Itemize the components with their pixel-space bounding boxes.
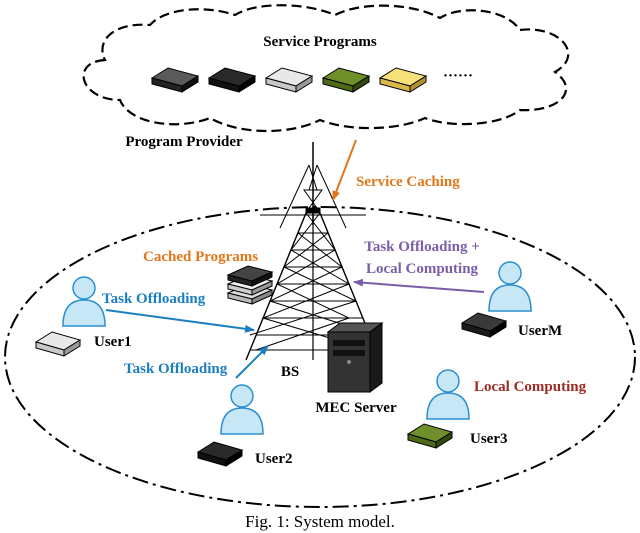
program-box-4	[321, 67, 371, 93]
figure-caption: Fig. 1: System model.	[245, 512, 395, 531]
userm-offloading-arrow	[353, 278, 485, 293]
program-provider-label: Program Provider	[125, 134, 243, 150]
userm-device	[460, 312, 508, 338]
user2-label: User2	[255, 451, 293, 467]
user2-offloading-arrow	[235, 345, 269, 379]
bs-label: BS	[281, 364, 299, 380]
userm-task-label-line2: Local Computing	[366, 261, 479, 277]
service-programs-label: Service Programs	[263, 34, 377, 50]
user3-label: User3	[470, 431, 508, 447]
userm-task-label-line1: Task Offloading +	[364, 239, 480, 255]
userm-label: UserM	[518, 323, 562, 339]
coverage-area	[4, 206, 636, 508]
mec-server-icon	[326, 322, 384, 393]
cached-programs-label: Cached Programs	[143, 249, 258, 265]
user3-icon	[426, 369, 470, 420]
service-caching-label: Service Caching	[356, 174, 460, 190]
local-computing-label: Local Computing	[474, 379, 587, 395]
mec-server-label: MEC Server	[315, 400, 397, 416]
service-caching-arrow	[332, 139, 357, 201]
more-programs-ellipsis: ······	[443, 68, 473, 84]
user1-icon	[62, 276, 106, 327]
user2-device	[196, 441, 244, 467]
user1-task-label: Task Offloading	[102, 291, 206, 307]
user3-device	[406, 423, 454, 449]
userm-icon	[488, 261, 532, 312]
program-box-2	[207, 67, 257, 93]
user1-label: User1	[94, 334, 132, 350]
cached-programs-stack	[226, 265, 274, 305]
user2-task-label: Task Offloading	[124, 361, 228, 377]
program-provider-cloud	[82, 4, 570, 133]
program-box-5	[378, 67, 428, 93]
user1-device	[34, 331, 82, 357]
user2-icon	[220, 384, 264, 435]
user1-offloading-arrow	[105, 309, 255, 333]
program-box-3	[264, 67, 314, 93]
program-box-1	[150, 67, 200, 93]
